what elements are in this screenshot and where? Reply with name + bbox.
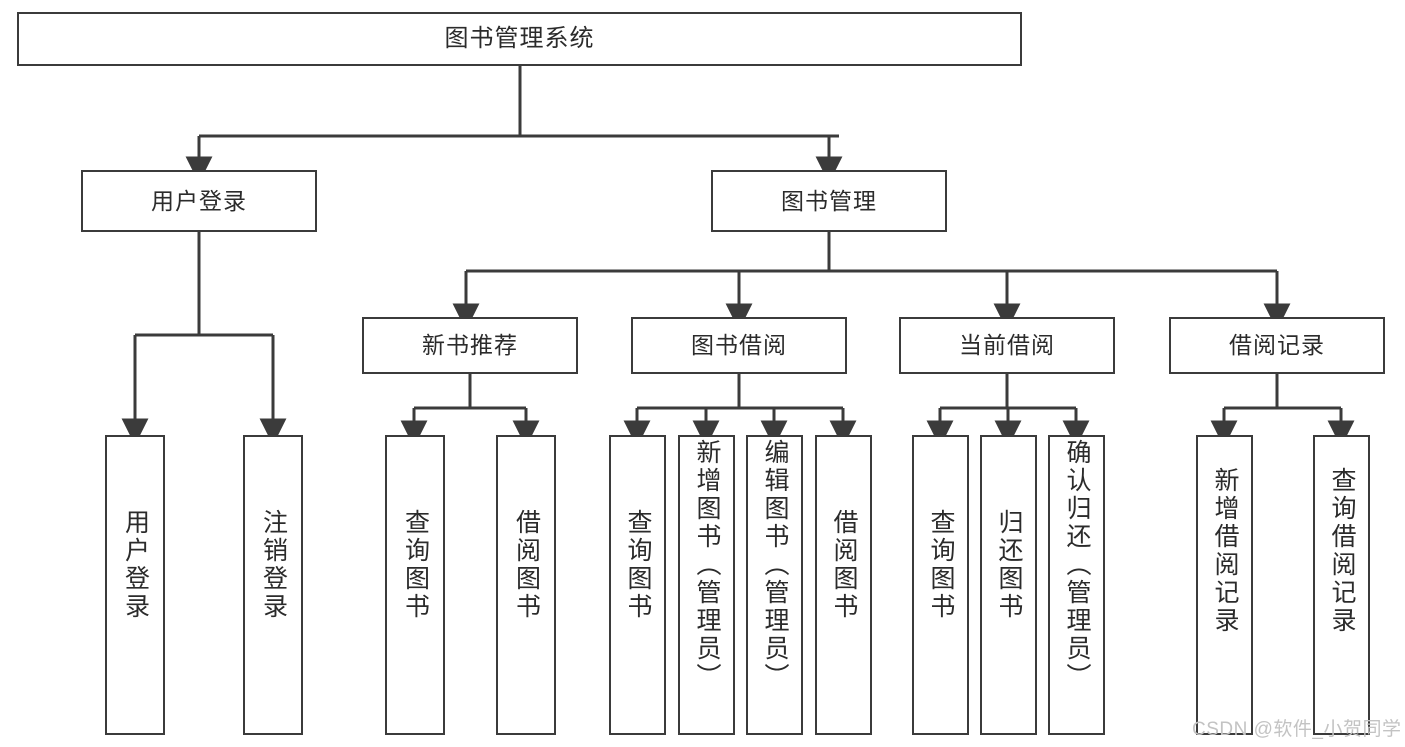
leaf-br-query-record-label: 查询借阅记录 [1328, 467, 1356, 635]
leaf-logout-label: 注销登录 [259, 509, 288, 621]
node-root[interactable]: 图书管理系统 [17, 12, 1022, 66]
csdn-watermark: CSDN @软件_小贺同学 [1192, 719, 1402, 740]
leaf-bb-query-book[interactable]: 查询图书 [609, 435, 666, 735]
leaf-br-query-record[interactable]: 查询借阅记录 [1313, 435, 1370, 735]
leaf-bb-borrow-book-label: 借阅图书 [830, 509, 858, 621]
node-user-login[interactable]: 用户登录 [81, 170, 317, 232]
node-borrow-record-label: 借阅记录 [1229, 332, 1325, 358]
leaf-bb-edit-book-label: 编辑图书（管理员） [761, 439, 789, 691]
leaf-cb-confirm-return-label: 确认归还（管理员） [1063, 439, 1091, 691]
leaf-cb-return-book-label: 归还图书 [995, 509, 1023, 621]
leaf-cb-query-book-label: 查询图书 [927, 509, 955, 621]
leaf-bb-borrow-book[interactable]: 借阅图书 [815, 435, 872, 735]
leaf-bb-add-book-label: 新增图书（管理员） [693, 439, 721, 691]
node-current-borrow-label: 当前借阅 [959, 332, 1055, 358]
leaf-cb-confirm-return[interactable]: 确认归还（管理员） [1048, 435, 1105, 735]
leaf-br-add-record-label: 新增借阅记录 [1211, 467, 1239, 635]
leaf-user-login-label: 用户登录 [121, 509, 150, 621]
leaf-cb-query-book[interactable]: 查询图书 [912, 435, 969, 735]
node-book-manage[interactable]: 图书管理 [711, 170, 947, 232]
leaf-nb-query-book-label: 查询图书 [401, 509, 430, 621]
node-current-borrow[interactable]: 当前借阅 [899, 317, 1115, 374]
leaf-br-add-record[interactable]: 新增借阅记录 [1196, 435, 1253, 735]
leaf-cb-return-book[interactable]: 归还图书 [980, 435, 1037, 735]
leaf-bb-edit-book[interactable]: 编辑图书（管理员） [746, 435, 803, 735]
leaf-bb-add-book[interactable]: 新增图书（管理员） [678, 435, 735, 735]
node-root-label: 图书管理系统 [444, 25, 595, 52]
node-book-borrow-label: 图书借阅 [691, 332, 787, 358]
node-borrow-record[interactable]: 借阅记录 [1169, 317, 1385, 374]
node-user-login-label: 用户登录 [151, 187, 247, 214]
leaf-nb-query-book[interactable]: 查询图书 [385, 435, 445, 735]
node-book-borrow[interactable]: 图书借阅 [631, 317, 847, 374]
node-book-manage-label: 图书管理 [781, 187, 877, 214]
node-new-book-recommend-label: 新书推荐 [422, 332, 518, 358]
leaf-bb-query-book-label: 查询图书 [624, 509, 652, 621]
leaf-nb-borrow-book[interactable]: 借阅图书 [496, 435, 556, 735]
leaf-user-login[interactable]: 用户登录 [105, 435, 165, 735]
node-new-book-recommend[interactable]: 新书推荐 [362, 317, 578, 374]
leaf-nb-borrow-book-label: 借阅图书 [512, 509, 541, 621]
leaf-logout[interactable]: 注销登录 [243, 435, 303, 735]
